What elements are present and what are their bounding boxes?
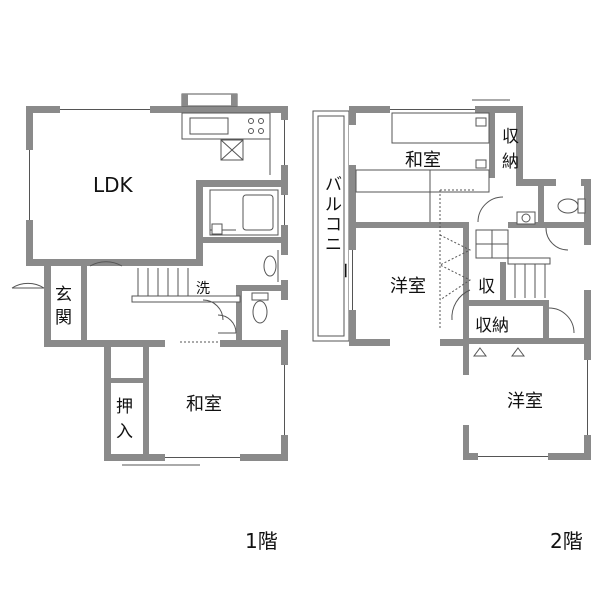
floor-label-2f: 2階: [550, 529, 583, 553]
wall: [349, 222, 469, 228]
room-label-genkan-2: 関: [55, 308, 72, 328]
room-label-yoshitsu-a: 洋室: [390, 276, 426, 297]
stair-handrail: [131, 295, 241, 303]
wall: [549, 338, 591, 344]
balcony: [312, 110, 350, 342]
room-label-balcony-3: コ: [325, 215, 342, 235]
door-swing: [89, 261, 123, 267]
second-floor-plan: 和室 収 納 バ ル コ ニ ー 洋室 収 収納 洋室: [312, 99, 591, 460]
washbasin: [516, 211, 536, 225]
stove-burner: [258, 128, 264, 134]
window: [281, 255, 288, 280]
window: [165, 340, 220, 347]
wall: [236, 285, 242, 346]
toilet-tank: [251, 292, 269, 301]
wall: [538, 186, 544, 228]
window: [556, 179, 581, 186]
bath-door: [211, 223, 223, 235]
wall: [44, 259, 51, 347]
wall: [500, 262, 506, 306]
door-swing: [202, 299, 224, 321]
wall: [508, 222, 591, 228]
wall: [104, 340, 111, 461]
stairs-1f: [131, 268, 241, 303]
door-swing: [477, 196, 504, 223]
window: [463, 375, 469, 425]
toilet-door-swing: [217, 314, 237, 334]
bathtub: [242, 194, 274, 231]
wall: [196, 180, 288, 187]
first-floor-plan: LDK 玄 関 洗 和室 押 入: [11, 93, 288, 466]
wall: [203, 237, 288, 243]
room-label-sen: 洗: [196, 281, 210, 297]
toilet: [252, 300, 268, 324]
wall: [463, 222, 469, 460]
room-label-shu: 収: [478, 277, 495, 297]
room-label-yoshitsu-b: 洋室: [507, 391, 543, 412]
room-label-washitsu-1f: 和室: [186, 394, 222, 415]
room-label-balcony-2: ル: [325, 195, 342, 215]
stove-burner: [248, 128, 254, 134]
room-label-oshiire-1: 押: [116, 397, 133, 417]
bay-window: [181, 93, 238, 107]
room-label-balcony-5: ー: [334, 262, 354, 279]
stair-handrail: [507, 257, 551, 265]
stove-burner: [248, 118, 254, 124]
room-label-genkan-1: 玄: [55, 285, 72, 305]
room-label-shuno-top-2: 納: [502, 152, 519, 172]
wall: [489, 113, 495, 178]
door-swing: [548, 307, 575, 334]
room-label-ldk: LDK: [93, 173, 134, 197]
wall: [81, 266, 87, 340]
toilet-tank: [577, 198, 586, 214]
entrance-door-swing: [11, 282, 45, 289]
wall: [516, 106, 523, 186]
stairs-2f: [438, 189, 551, 330]
window: [584, 245, 591, 290]
window: [281, 300, 288, 330]
wall: [143, 347, 149, 454]
door-swing: [545, 227, 569, 251]
wall: [111, 378, 143, 383]
window: [390, 339, 440, 346]
wall: [281, 106, 288, 346]
kitchen-sink: [189, 117, 229, 135]
washbasin: [263, 255, 277, 277]
wall: [516, 179, 591, 186]
room-label-shuno-mid: 収納: [475, 316, 509, 336]
door-swing: [451, 289, 471, 321]
toilet: [557, 198, 579, 214]
room-label-shuno-top-1: 収: [502, 127, 519, 147]
wall: [469, 338, 549, 344]
floor-label-1f: 1階: [245, 529, 278, 553]
wall: [196, 180, 203, 266]
wall: [26, 106, 288, 113]
window: [349, 125, 356, 165]
wall: [236, 285, 288, 291]
room-label-oshiire-2: 入: [116, 422, 133, 442]
wall: [543, 300, 549, 344]
room-label-washitsu-2f: 和室: [405, 150, 441, 171]
stove-burner: [258, 118, 264, 124]
room-label-balcony-1: バ: [325, 175, 342, 195]
wall: [469, 300, 549, 306]
room-label-balcony-4: ニ: [325, 235, 342, 255]
